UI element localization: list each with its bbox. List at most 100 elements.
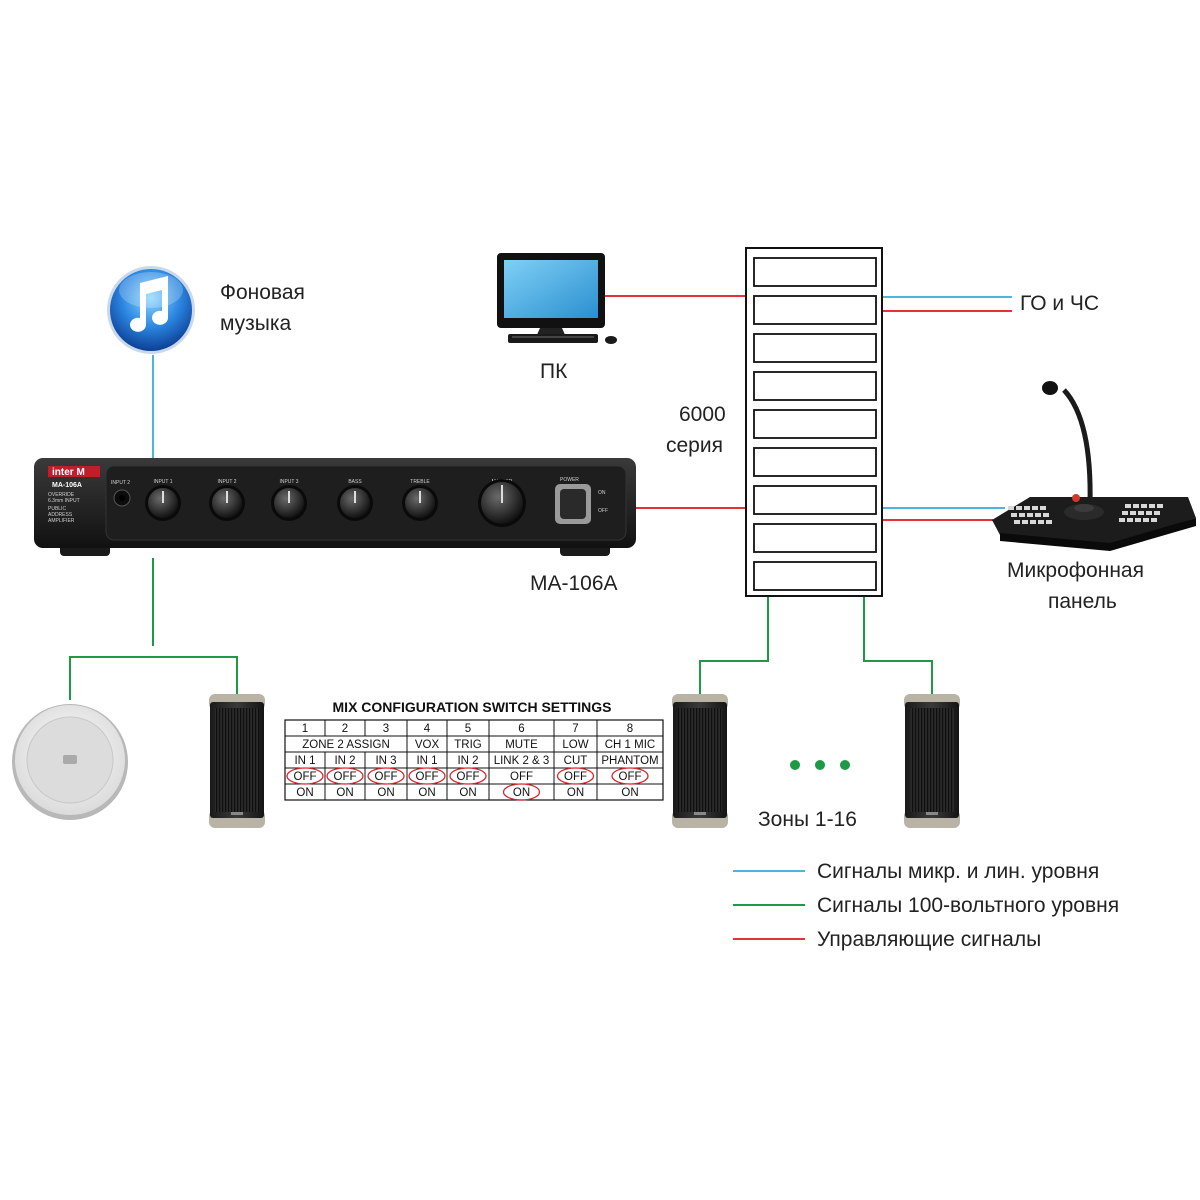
amp-knob-label: INPUT 3 xyxy=(279,479,298,485)
connection-lines xyxy=(69,295,1012,700)
switch-sub-label: IN 2 xyxy=(334,755,355,767)
mic-key xyxy=(1149,504,1155,508)
switch-group-label: LOW xyxy=(562,739,588,751)
mic-key xyxy=(1143,518,1149,522)
switch-group-label: TRIG xyxy=(454,739,482,751)
mic-key xyxy=(1125,504,1131,508)
switch-number: 5 xyxy=(465,723,471,735)
mic-key xyxy=(1016,506,1022,510)
microphone-icon xyxy=(992,381,1196,551)
music-note-icon xyxy=(107,266,195,354)
mic-key xyxy=(1043,513,1049,517)
mic-key xyxy=(1024,506,1030,510)
amp-power-label: POWER xyxy=(560,477,579,483)
label-amplifier-model: MA-106A xyxy=(530,572,618,595)
switch-selected-marker xyxy=(556,767,595,785)
switch-sub-label: IN 3 xyxy=(375,755,396,767)
amp-jack-caption-2: 6.3mm INPUT xyxy=(48,498,80,504)
switch-group-label: VOX xyxy=(415,739,440,751)
mic-key xyxy=(1032,506,1038,510)
switch-sub-label: IN 1 xyxy=(294,755,315,767)
more-zones-dots xyxy=(790,760,850,770)
mic-key xyxy=(1008,506,1014,510)
switch-on-cell: ON xyxy=(377,787,394,799)
mic-key xyxy=(1146,511,1152,515)
label-series-1: 6000 xyxy=(679,403,726,426)
line-amp-speaker-bus xyxy=(69,656,238,700)
amp-input2-jack-label: INPUT 2 xyxy=(111,480,130,486)
switch-off-cell: OFF xyxy=(294,771,317,783)
amp-brand: inter M xyxy=(52,467,85,478)
rack-module xyxy=(753,447,877,477)
speaker-icon xyxy=(672,694,728,828)
switch-number: 6 xyxy=(518,723,524,735)
amp-knob-label: INPUT 1 xyxy=(153,479,172,485)
amp-jack-caption-1: OVERRIDE xyxy=(48,492,75,498)
rack-module xyxy=(753,257,877,287)
mic-key xyxy=(1035,513,1041,517)
rack-module xyxy=(753,371,877,401)
switch-sub-label: LINK 2 & 3 xyxy=(494,755,550,767)
speaker-icon xyxy=(904,694,960,828)
rack-module xyxy=(753,295,877,325)
switch-number: 7 xyxy=(572,723,578,735)
mic-key xyxy=(1141,504,1147,508)
label-background-music-1: Фоновая xyxy=(220,281,305,304)
legend-label: Сигналы 100-вольтного уровня xyxy=(817,894,1119,917)
label-civil-defense: ГО и ЧС xyxy=(1020,292,1099,315)
label-zones: Зоны 1-16 xyxy=(758,808,857,831)
switch-on-cell: ON xyxy=(418,787,435,799)
switch-off-cell: OFF xyxy=(457,771,480,783)
mic-key xyxy=(1135,518,1141,522)
amp-power-off: OFF xyxy=(598,508,608,514)
switch-off-cell: OFF xyxy=(334,771,357,783)
switch-on-cell: ON xyxy=(567,787,584,799)
mic-key xyxy=(1030,520,1036,524)
switch-on-cell: ON xyxy=(621,787,638,799)
amplifier-ma-106a: inter M MA-106A PUBLIC ADDRESS AMPLIFIER… xyxy=(34,458,636,556)
mic-key xyxy=(1022,520,1028,524)
switch-selected-marker xyxy=(408,767,446,785)
switch-number: 2 xyxy=(342,723,348,735)
switch-selected-marker xyxy=(367,767,405,785)
switch-selected-marker xyxy=(449,767,487,785)
mic-key xyxy=(1046,520,1052,524)
mic-key xyxy=(1154,511,1160,515)
label-series-2: серия xyxy=(666,434,723,457)
mic-key xyxy=(1130,511,1136,515)
legend-label: Сигналы микр. и лин. уровня xyxy=(817,860,1099,883)
label-pc: ПК xyxy=(540,360,568,383)
mic-key xyxy=(1040,506,1046,510)
amp-knob-label: BASS xyxy=(348,479,362,485)
switch-off-cell: OFF xyxy=(564,771,587,783)
switch-number: 1 xyxy=(302,723,308,735)
mic-key xyxy=(1151,518,1157,522)
mic-key xyxy=(1157,504,1163,508)
amp-knob-label: INPUT 2 xyxy=(217,479,236,485)
ceiling-speaker-icon xyxy=(12,704,128,820)
column-speakers xyxy=(209,694,960,828)
switch-off-cell: OFF xyxy=(619,771,642,783)
label-mic-panel-2: панель xyxy=(1048,590,1117,613)
switch-selected-marker xyxy=(502,783,541,801)
speaker-icon xyxy=(209,694,265,828)
mic-key xyxy=(1127,518,1133,522)
mic-key xyxy=(1133,504,1139,508)
switch-number: 3 xyxy=(383,723,389,735)
switch-selected-marker xyxy=(326,767,364,785)
mic-key xyxy=(1019,513,1025,517)
amp-knob-label: TREBLE xyxy=(410,479,430,485)
switch-group-label: MUTE xyxy=(505,739,538,751)
switch-off-cell: OFF xyxy=(416,771,439,783)
legend-label: Управляющие сигналы xyxy=(817,928,1041,951)
switch-off-cell: OFF xyxy=(510,771,533,783)
line-rack-zone-right xyxy=(863,597,933,697)
switch-selected-marker xyxy=(286,767,324,785)
mic-key xyxy=(1011,513,1017,517)
switch-off-cell: OFF xyxy=(375,771,398,783)
label-mic-panel-1: Микрофонная xyxy=(1007,559,1144,582)
switch-sub-label: IN 1 xyxy=(416,755,437,767)
amp-side-text-2: ADDRESS xyxy=(48,512,73,518)
